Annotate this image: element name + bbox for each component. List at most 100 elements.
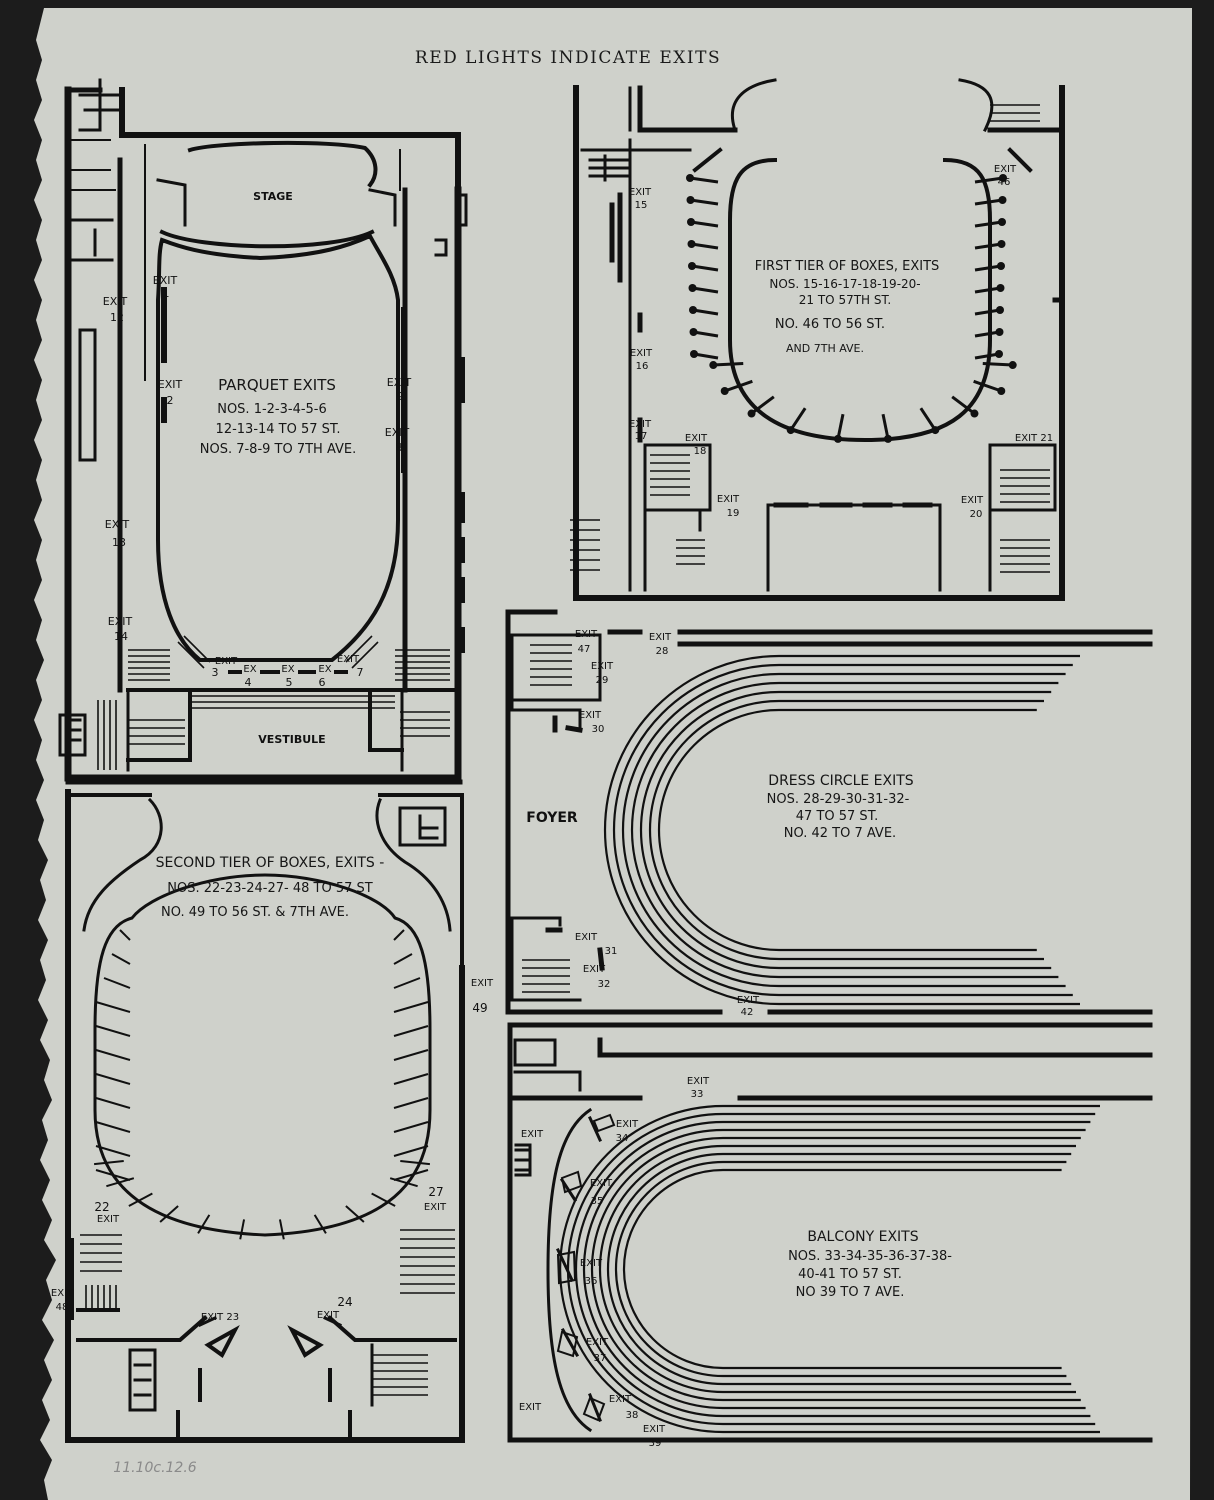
exit-marker: EXIT: [579, 710, 602, 721]
parquet-stage-label: STAGE: [253, 190, 293, 203]
exit-number: 22: [94, 1200, 109, 1214]
second-tier-title: SECOND TIER OF BOXES, EXITS -: [156, 855, 385, 871]
seating-row: [648, 699, 1044, 961]
page-header: RED LIGHTS INDICATE EXITS: [415, 48, 721, 68]
pencil-note: 11.10c.12.6: [113, 1460, 196, 1476]
second-tier-plan: [65, 789, 465, 1443]
exit-number: 46: [998, 177, 1011, 188]
box-partition: [95, 1097, 131, 1109]
box-partition: [974, 220, 1003, 228]
exit-marker: EX: [243, 664, 256, 675]
exit-marker: EXIT: [685, 433, 708, 444]
exit-marker: EXIT: [575, 629, 598, 640]
balcony-plan: [507, 1022, 1153, 1443]
exit-number: 17: [635, 431, 648, 442]
box-door: [999, 174, 1007, 182]
box-partition: [393, 953, 413, 965]
exit-number: EXIT 21: [1015, 433, 1053, 444]
first-tier-line2: 21 TO 57TH ST.: [799, 293, 891, 307]
exit-marker: EXIT: [519, 1402, 542, 1413]
exit-number: 15: [635, 200, 648, 211]
seating-row: [622, 1168, 1062, 1370]
box-partition: [95, 1121, 131, 1133]
exit-number: 1: [163, 287, 170, 300]
box-partition: [93, 1159, 124, 1166]
exit-number: 6: [319, 676, 326, 689]
box-door: [786, 426, 795, 435]
box-partition: [393, 1169, 429, 1181]
seating-row: [558, 1104, 1100, 1434]
box-door: [709, 361, 718, 370]
seating-row: [598, 1144, 1076, 1394]
exit-marker: EXIT: [961, 495, 984, 506]
exit-number: 2: [167, 394, 174, 407]
exit-number: 27: [428, 1185, 443, 1199]
box-partition: [197, 1214, 211, 1234]
box-door: [747, 409, 756, 418]
exit-number: 13: [112, 536, 126, 549]
box-partition: [974, 176, 1004, 184]
dress-circle-rows: [603, 654, 1080, 1006]
box-door: [689, 306, 697, 314]
exit-number: 18: [694, 446, 707, 457]
box-door: [884, 434, 893, 443]
second-tier-line2: NO. 49 TO 56 ST. & 7TH AVE.: [161, 905, 349, 920]
box-partition: [95, 1145, 131, 1157]
exit-number: 48: [56, 1302, 69, 1313]
box-door: [995, 328, 1004, 336]
box-door: [689, 328, 698, 336]
exit-marker: EXIT: [337, 654, 360, 665]
exit-number: 32: [598, 979, 611, 990]
exit-number: EXIT 23: [201, 1312, 239, 1323]
box-door: [686, 174, 694, 182]
seating-row: [582, 1128, 1086, 1410]
seating-row: [621, 672, 1066, 988]
exit-marker: EXIT: [586, 1337, 609, 1348]
balcony-title: BALCONY EXITS: [807, 1229, 918, 1245]
box-partition: [95, 1073, 131, 1085]
exit-marker: EXIT: [609, 1394, 632, 1405]
parquet-vestibule-label: VESTIBULE: [258, 733, 325, 746]
box-partition: [239, 1219, 246, 1240]
exit-marker: EXIT: [97, 1214, 120, 1225]
exit-marker: EXIT: [616, 1119, 639, 1130]
seating-row: [639, 690, 1052, 970]
exit-marker: EXIT: [317, 1310, 340, 1321]
box-door: [998, 218, 1006, 226]
box-door: [997, 240, 1006, 248]
exit-number: 14: [114, 630, 128, 643]
exit-number: 36: [585, 1276, 598, 1287]
box-door: [688, 284, 697, 292]
balcony-line2: 40-41 TO 57 ST.: [798, 1267, 902, 1282]
exit-marker: EXIT: [387, 376, 412, 389]
parquet-plan: [58, 78, 468, 785]
box-partition: [400, 1159, 431, 1166]
exit-marker: EXIT: [385, 426, 410, 439]
exit-marker: EXIT: [629, 187, 652, 198]
exit-number: 38: [626, 1410, 639, 1421]
box-partition: [95, 1025, 131, 1037]
exit-number: 19: [727, 508, 740, 519]
exit-number: 47: [578, 644, 591, 655]
box-partition: [95, 1001, 131, 1013]
box-partition: [393, 1049, 429, 1061]
exit-marker: EXIT: [630, 348, 653, 359]
exit-marker: EXIT: [153, 274, 178, 287]
box-partition: [693, 352, 719, 360]
seating-row: [630, 681, 1059, 979]
exit-marker: EXIT: [583, 964, 606, 975]
exit-marker: EXIT: [580, 1258, 603, 1269]
box-door: [995, 350, 1003, 358]
box-partition: [836, 413, 845, 440]
exit-number: 8: [396, 441, 403, 454]
box-door: [931, 426, 940, 435]
first-tier-title: FIRST TIER OF BOXES, EXITS: [755, 259, 940, 274]
box-partition: [789, 407, 807, 431]
exit-marker: EXIT: [737, 995, 760, 1006]
foyer-label: FOYER: [526, 810, 578, 826]
balcony-rows: [558, 1104, 1100, 1434]
dress-circle-plan: [505, 609, 1153, 1015]
box-partition: [919, 407, 937, 431]
box-door: [996, 306, 1004, 314]
